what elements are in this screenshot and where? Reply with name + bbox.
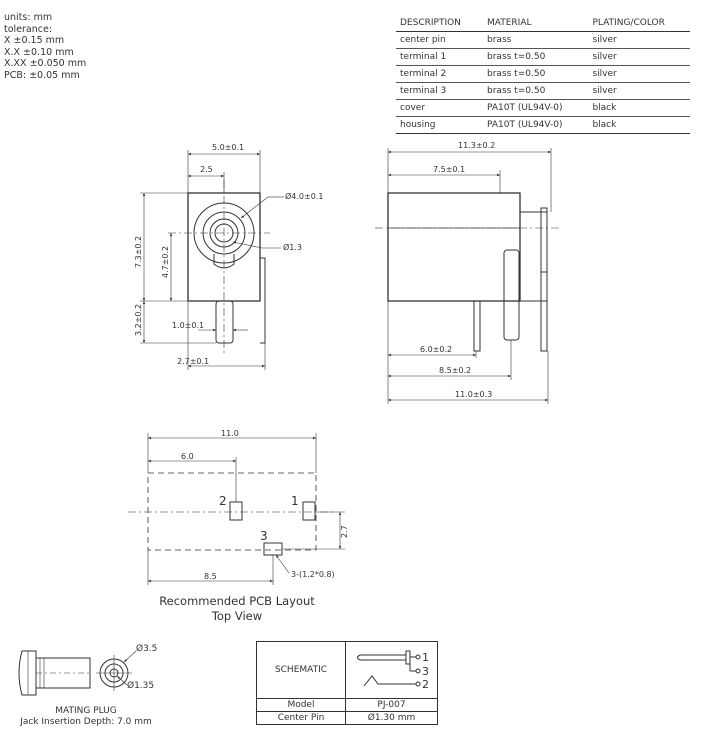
schematic-pin-1: 1 (422, 651, 429, 664)
pcb-pad-1 (302, 501, 316, 521)
dim-total: 11.3±0.2 (458, 141, 495, 150)
dim-d1: 7.5±0.1 (433, 165, 465, 174)
pcb-pin-label-3: 3 (260, 529, 268, 543)
cell: silver (588, 31, 690, 49)
cell: cover (396, 99, 484, 117)
dim-height: 7.3±0.2 (134, 236, 143, 268)
pcb-pin-label-2: 2 (219, 494, 227, 508)
tolerance-line: tolerance: (4, 23, 53, 35)
tolerance-line: PCB: ±0.05 mm (4, 69, 80, 81)
pcb-pad-3 (263, 542, 283, 556)
tolerance-notes: units: mm tolerance: X ±0.15 mm X.X ±0.1… (4, 12, 86, 81)
cell: center pin (396, 31, 484, 49)
material-table: DESCRIPTION MATERIAL PLATING/COLOR cente… (396, 15, 690, 134)
pcb-layout (128, 433, 345, 585)
front-side-terminal (260, 257, 266, 344)
pcb-dim-w: 11.0 (221, 429, 239, 438)
pcb-pad-2 (229, 501, 243, 521)
dim-pin-width: 1.0±0.1 (172, 321, 204, 330)
front-center-pin (215, 300, 234, 344)
cell: PA10T (UL94V-0) (483, 99, 589, 117)
cell: PA10T (UL94V-0) (483, 116, 589, 134)
schematic-table: SCHEMATIC 1 3 2 Model PJ-007 Center Pin … (256, 641, 438, 725)
cell: terminal 1 (396, 48, 484, 66)
side-center-pin (503, 249, 520, 341)
dim-center: 4.7±0.2 (161, 246, 170, 278)
schematic-row: SCHEMATIC 1 3 2 (256, 641, 438, 699)
schematic-label: SCHEMATIC (256, 641, 346, 699)
tolerance-line: X.XX ±0.050 mm (4, 58, 87, 69)
dim-hole: Ø4.0±0.1 (285, 191, 323, 201)
dim-d4: 11.0±0.3 (455, 390, 492, 399)
schematic-row: Model PJ-007 (256, 698, 438, 712)
schematic-symbol-cell: 1 3 2 (345, 641, 438, 699)
cell: terminal 2 (396, 65, 484, 83)
side-terminal-2 (540, 271, 548, 352)
side-flange (520, 211, 548, 302)
cell: black (588, 116, 690, 134)
header-material: MATERIAL (483, 15, 589, 32)
table-row: terminal 3 brass t=0.50 silver (396, 82, 690, 100)
plug-caption-line: MATING PLUG (55, 706, 117, 716)
front-view (140, 150, 284, 370)
cell: housing (396, 116, 484, 134)
dim-pin-length: 3.2±0.2 (134, 304, 143, 336)
cell: brass (483, 31, 589, 49)
tolerance-line: units: mm (4, 12, 53, 23)
plug-cap (18, 650, 37, 696)
table-row: terminal 1 brass t=0.50 silver (396, 48, 690, 66)
side-body (387, 192, 521, 302)
schematic-pin-3: 3 (422, 665, 429, 678)
plug-dim-inner: Ø1.35 (127, 680, 154, 691)
plug-caption: MATING PLUG Jack Insertion Depth: 7.0 mm (14, 706, 158, 728)
schematic-row: Center Pin Ø1.30 mm (256, 711, 438, 725)
material-header-row: DESCRIPTION MATERIAL PLATING/COLOR (396, 15, 690, 32)
pcb-dim-h: 2.7 (340, 525, 349, 538)
side-view (375, 148, 560, 404)
pcb-dim-a: 6.0 (181, 452, 194, 461)
pcb-caption: Recommended PCB Layout Top View (150, 594, 324, 624)
table-row: center pin brass silver (396, 31, 690, 49)
plug-caption-line: Jack Insertion Depth: 7.0 mm (20, 717, 152, 727)
pcb-caption-line: Recommended PCB Layout (159, 594, 315, 608)
table-row: terminal 2 brass t=0.50 silver (396, 65, 690, 83)
cell: brass t=0.50 (483, 82, 589, 100)
schematic-pin-2: 2 (422, 678, 429, 691)
cell: brass t=0.50 (483, 65, 589, 83)
cell: black (588, 99, 690, 117)
pcb-pin-label-1: 1 (291, 494, 299, 508)
dim-d3: 8.5±0.2 (439, 366, 471, 375)
schematic-symbol: 1 3 2 (357, 650, 429, 691)
cell: terminal 3 (396, 82, 484, 100)
side-terminal-top (540, 207, 548, 273)
tolerance-line: X ±0.15 mm (4, 35, 65, 46)
cell: brass t=0.50 (483, 48, 589, 66)
header-plating: PLATING/COLOR (588, 15, 690, 32)
plug-dim-outer: Ø3.5 (136, 643, 157, 654)
pcb-dim-slots: 3-(1.2*0.8) (291, 570, 335, 579)
dim-half: 2.5 (200, 165, 213, 174)
cell: silver (588, 82, 690, 100)
mating-plug (18, 650, 137, 696)
tolerance-line: X.X ±0.10 mm (4, 46, 74, 58)
pcb-outline (147, 472, 317, 551)
table-row: housing PA10T (UL94V-0) black (396, 116, 690, 134)
dim-width: 5.0±0.1 (212, 143, 244, 152)
header-description: DESCRIPTION (396, 15, 484, 32)
center-pin-label: Center Pin (256, 711, 346, 725)
model-value: PJ-007 (345, 698, 438, 712)
table-row: cover PA10T (UL94V-0) black (396, 99, 690, 117)
pcb-caption-line: Top View (211, 609, 263, 623)
model-label: Model (256, 698, 346, 712)
side-terminal-1 (473, 300, 481, 352)
pcb-dim-b: 8.5 (204, 572, 217, 581)
center-pin-value: Ø1.30 mm (345, 711, 438, 725)
cell: silver (588, 48, 690, 66)
dim-d2: 6.0±0.2 (420, 345, 452, 354)
dim-pin: Ø1.3 (283, 242, 302, 252)
cell: silver (588, 65, 690, 83)
dim-pin-pos: 2.7±0.1 (177, 357, 209, 366)
